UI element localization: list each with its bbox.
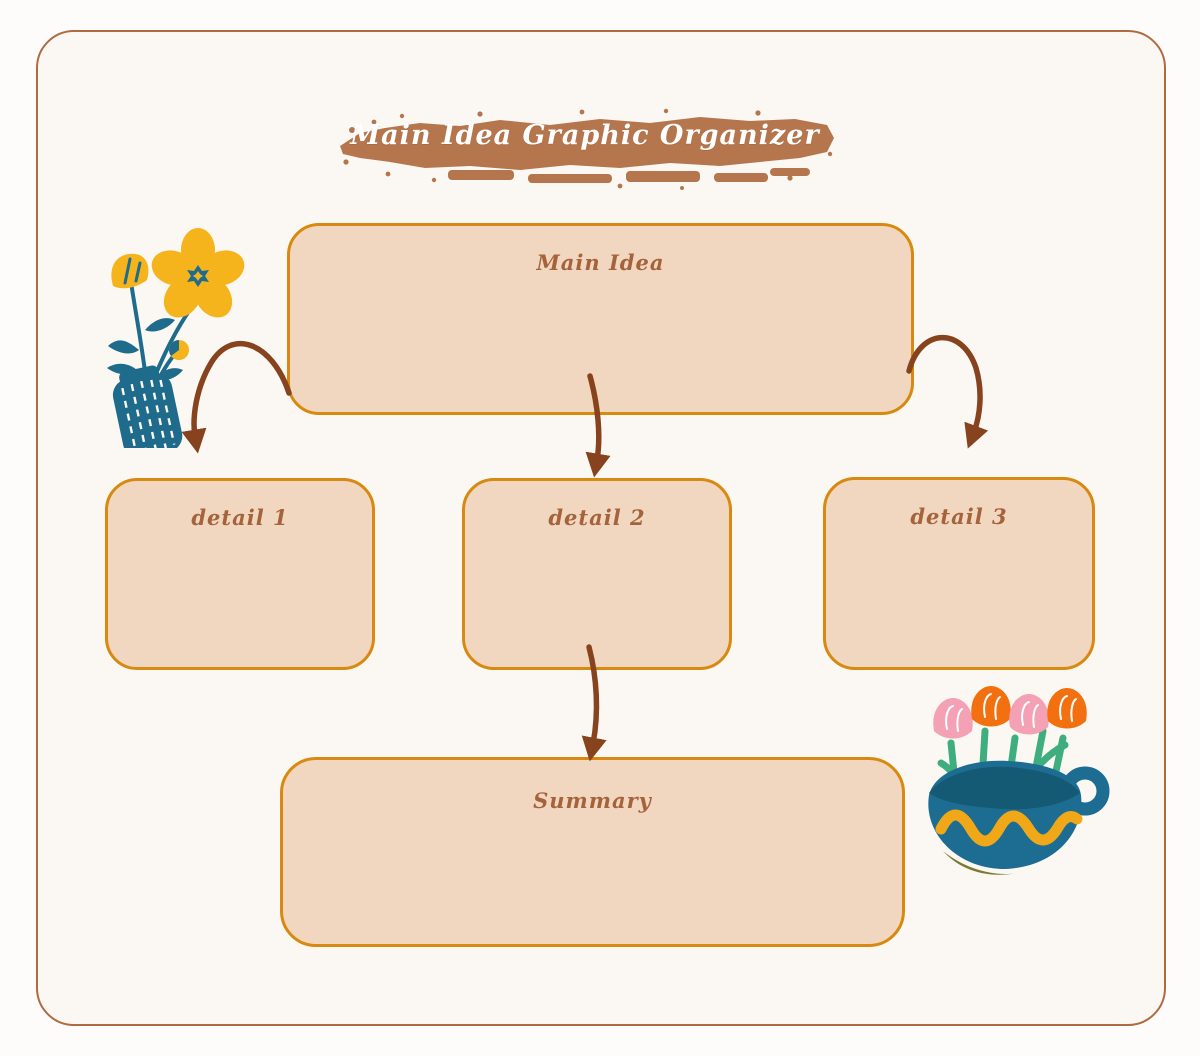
detail-3-box[interactable]: detail 3 (823, 477, 1095, 670)
brush-stroke-graphic (340, 108, 834, 190)
summary-label: Summary (533, 788, 652, 813)
main-idea-label: Main Idea (536, 250, 665, 275)
detail-1-box[interactable]: detail 1 (105, 478, 375, 670)
title-banner: Main Idea Graphic Organizer (330, 96, 840, 200)
summary-box[interactable]: Summary (280, 757, 905, 947)
page-title: Main Idea Graphic Organizer (350, 120, 820, 151)
detail-2-label: detail 2 (548, 505, 646, 530)
main-idea-box[interactable]: Main Idea (287, 223, 914, 415)
detail-2-box[interactable]: detail 2 (462, 478, 732, 670)
detail-3-label: detail 3 (910, 504, 1008, 529)
detail-1-label: detail 1 (191, 505, 289, 530)
